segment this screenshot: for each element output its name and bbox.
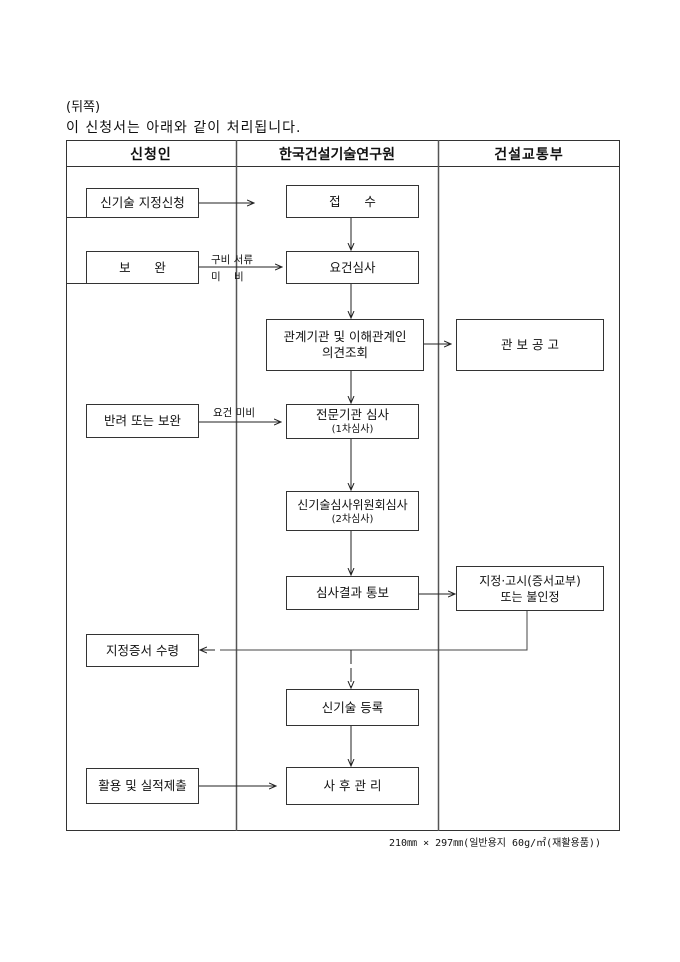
box-expert-review-sub: (1차심사)	[331, 424, 374, 435]
label-req-missing: 요건 미비	[213, 407, 255, 419]
box-return-supplement-label: 반려 또는 보완	[104, 413, 181, 428]
column-header-institute: 한국건설기술연구원	[279, 147, 395, 163]
table-frame	[66, 140, 620, 831]
box-receipt: 접 수	[286, 185, 419, 218]
box-committee-review-label: 신기술심사위원회심사	[297, 497, 408, 512]
box-expert-review: 전문기관 심사 (1차심사)	[286, 404, 419, 439]
box-receipt-label: 접 수	[329, 193, 376, 209]
box-registration-label: 신기술 등록	[321, 699, 384, 715]
box-registration: 신기술 등록	[286, 689, 419, 726]
box-gazette: 관 보 공 고	[456, 319, 604, 371]
box-designation-line1: 지정·고시(증서교부)	[479, 573, 581, 588]
arrow-designation-cert	[220, 610, 528, 651]
box-committee-review-sub: (2차심사)	[331, 513, 374, 525]
box-supplement-label: 보 완	[119, 259, 166, 275]
box-return-supplement: 반려 또는 보완	[86, 404, 199, 438]
box-committee-review: 신기술심사위원회심사 (2차심사)	[286, 491, 419, 531]
side-label: (뒤쪽)	[66, 100, 101, 115]
box-use-report-label: 활용 및 실적제출	[98, 778, 187, 793]
box-opinion-line1: 관계기관 및 이해관계인	[283, 329, 407, 344]
box-result-notice-label: 심사결과 통보	[316, 585, 389, 600]
box-apply-label: 신기술 지정신청	[100, 195, 185, 210]
box-post-management-label: 사 후 관 리	[323, 778, 382, 793]
box-gazette-label: 관 보 공 고	[501, 337, 559, 352]
box-receive-cert: 지정증서 수령	[86, 634, 199, 667]
column-header-applicant: 신청인	[130, 147, 172, 163]
box-requirement-review: 요건심사	[286, 251, 419, 284]
box-use-report: 활용 및 실적제출	[86, 768, 199, 804]
column-header-ministry: 건설교통부	[494, 147, 564, 163]
box-designation: 지정·고시(증서교부) 또는 불인정	[456, 566, 604, 611]
box-result-notice: 심사결과 통보	[286, 576, 419, 610]
box-opinion: 관계기관 및 이해관계인 의견조회	[266, 319, 424, 371]
box-designation-line2: 또는 불인정	[500, 589, 560, 604]
box-expert-review-label: 전문기관 심사	[316, 407, 389, 422]
box-receive-cert-label: 지정증서 수령	[106, 642, 179, 658]
box-apply: 신기술 지정신청	[86, 188, 199, 218]
box-requirement-review-label: 요건심사	[329, 259, 376, 275]
label-docs-missing-2: 미 비	[211, 271, 244, 283]
box-supplement: 보 완	[86, 251, 199, 284]
box-opinion-line2: 의견조회	[321, 345, 368, 360]
box-post-management: 사 후 관 리	[286, 767, 419, 805]
intro-text: 이 신청서는 아래와 같이 처리됩니다.	[66, 120, 302, 136]
label-docs-missing-1: 구비 서류	[211, 254, 253, 266]
paper-spec-footer: 210㎜ × 297㎜(일반용지 60g/㎡(재활용품))	[389, 838, 601, 849]
